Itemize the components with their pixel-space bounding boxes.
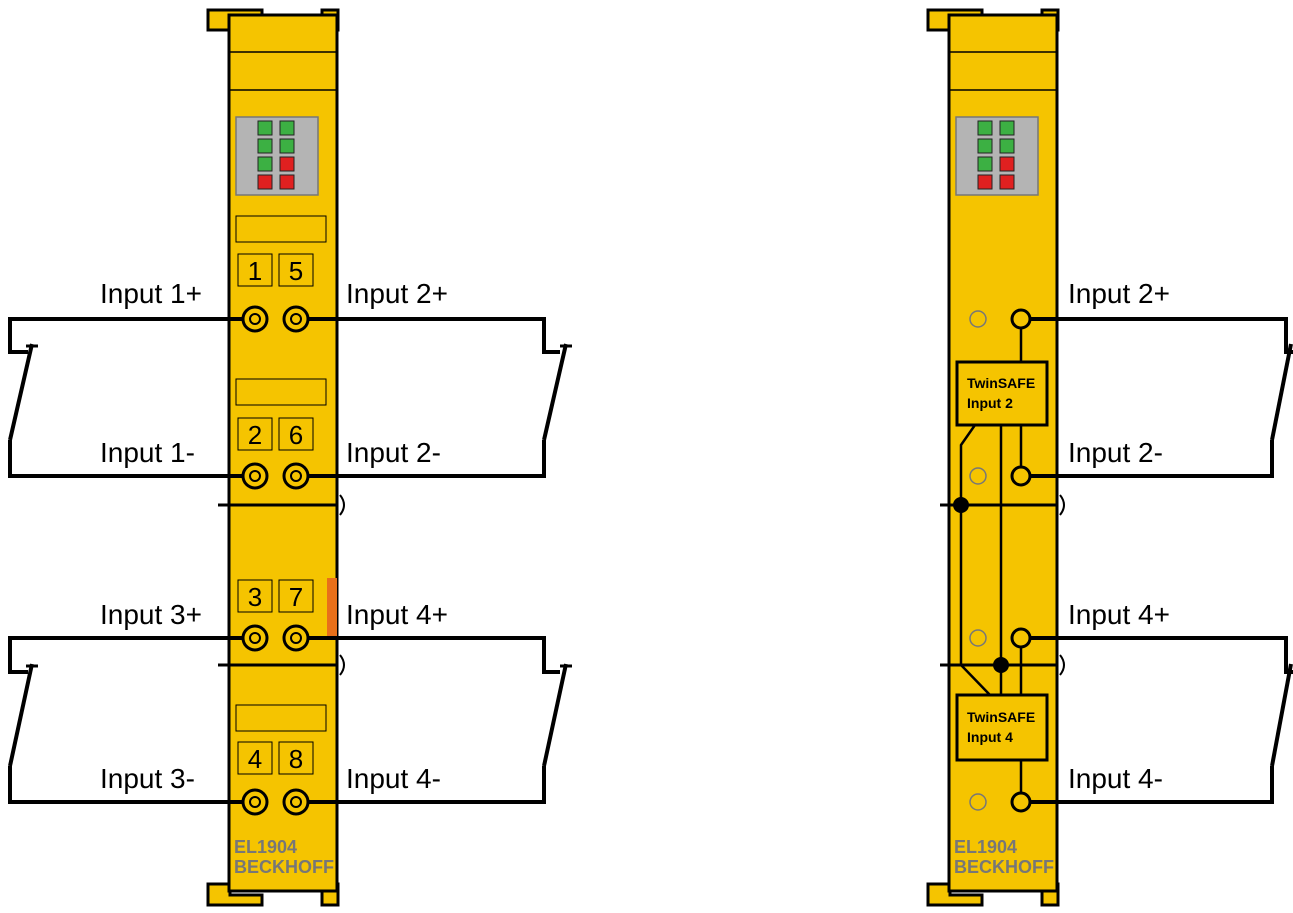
twinsafe-input4-box [955, 693, 1049, 762]
terminal-contact [241, 305, 269, 333]
model-label: EL1904 [954, 837, 1017, 857]
terminal-housing [227, 13, 339, 893]
terminal-number: 3 [248, 582, 262, 612]
brand-label: BECKHOFF [954, 857, 1054, 877]
right-wiring [1030, 317, 1293, 804]
terminal-number: 5 [289, 256, 303, 286]
led [279, 156, 295, 172]
terminal-contact [282, 462, 310, 490]
terminal-contact [241, 462, 269, 490]
left-switch-ticks [26, 344, 572, 668]
junction-dot [993, 657, 1009, 673]
led [257, 138, 273, 154]
left-terminal: 1 5 2 6 3 7 4 8 EL1904 BECKHOFF [206, 8, 345, 907]
terminal-contact [1010, 791, 1032, 813]
brand-label: BECKHOFF [234, 857, 334, 877]
right-terminal: TwinSAFE Input 2 TwinSAFE Input 4 EL1904… [926, 8, 1065, 907]
led [257, 174, 273, 190]
power-contact-marker [327, 578, 337, 638]
led [977, 120, 993, 136]
terminal-number: 7 [289, 582, 303, 612]
led [999, 156, 1015, 172]
terminal-contact [282, 788, 310, 816]
led [999, 138, 1015, 154]
terminal-number: 1 [248, 256, 262, 286]
unused-contact [969, 467, 987, 485]
junction-dot [953, 497, 969, 513]
input-label: Input 1+ [100, 278, 202, 309]
label-strip [235, 378, 327, 406]
led [977, 174, 993, 190]
terminal-contact [1010, 627, 1032, 649]
terminal-contact [241, 788, 269, 816]
label-strip [235, 704, 327, 732]
led [977, 156, 993, 172]
input-label: Input 4- [1068, 763, 1163, 794]
terminal-number: 6 [289, 420, 303, 450]
led [999, 120, 1015, 136]
terminal-number: 4 [248, 744, 262, 774]
unused-contact [969, 629, 987, 647]
led [279, 174, 295, 190]
label-strip [235, 215, 327, 243]
model-label: EL1904 [234, 837, 297, 857]
led-panel [955, 116, 1039, 196]
unused-contact [969, 793, 987, 811]
terminal-contact [1010, 465, 1032, 487]
input-label: Input 4- [346, 763, 441, 794]
input-label: Input 2- [346, 437, 441, 468]
terminal-number: 8 [289, 744, 303, 774]
input-label: Input 3+ [100, 599, 202, 630]
led-panel [235, 116, 319, 196]
led [257, 120, 273, 136]
right-contacts [969, 308, 1032, 813]
twinsafe-input2-box [955, 360, 1049, 427]
terminal-contact [1010, 308, 1032, 330]
twinsafe-box-label: TwinSAFE [967, 709, 1035, 725]
led [279, 138, 295, 154]
twinsafe-box-label: Input 4 [967, 729, 1013, 745]
left-wiring [8, 317, 568, 804]
left-contacts [241, 305, 310, 816]
led [279, 120, 295, 136]
input-label: Input 2+ [1068, 278, 1170, 309]
terminal-contact [241, 624, 269, 652]
input-label: Input 2+ [346, 278, 448, 309]
input-label: Input 2- [1068, 437, 1163, 468]
led [257, 156, 273, 172]
input-label: Input 3- [100, 763, 195, 794]
terminal-contact [282, 624, 310, 652]
input-label: Input 4+ [346, 599, 448, 630]
unused-contact [969, 310, 987, 328]
twinsafe-box-label: Input 2 [967, 395, 1013, 411]
terminal-number: 2 [248, 420, 262, 450]
terminal-contact [282, 305, 310, 333]
twinsafe-box-label: TwinSAFE [967, 375, 1035, 391]
input-label: Input 1- [100, 437, 195, 468]
led [977, 138, 993, 154]
input-label: Input 4+ [1068, 599, 1170, 630]
led [999, 174, 1015, 190]
